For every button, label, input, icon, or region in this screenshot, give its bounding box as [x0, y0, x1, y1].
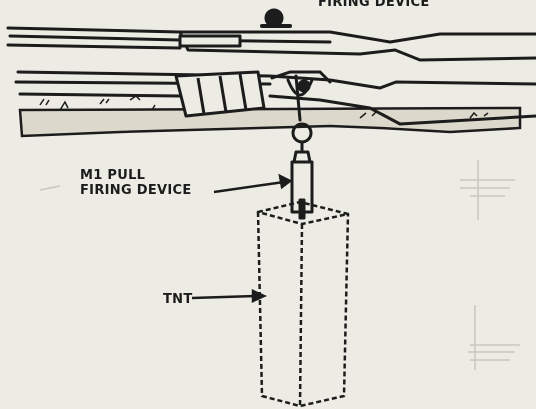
- m1-label-line-2: FIRING DEVICE: [80, 183, 192, 198]
- m1-label-line-1: M1 PULL: [80, 168, 146, 183]
- m1-arrow-head: [278, 173, 293, 190]
- tnt-arrow-head: [251, 289, 268, 303]
- upper-rifle: [6, 8, 536, 62]
- m1-arrow: [213, 180, 285, 194]
- tnt-label: TNT: [163, 292, 193, 307]
- tnt-block: [256, 200, 350, 408]
- top-firing-device-label: FIRING DEVICE: [318, 0, 430, 10]
- ground-texture: [39, 95, 489, 119]
- pull-ring: [291, 122, 313, 152]
- ground-strip: [18, 106, 522, 138]
- leader-arrows: [191, 173, 293, 303]
- m1-pull-firing-device: [290, 150, 314, 220]
- trigger-mechanism: [270, 70, 332, 122]
- m1-pull-firing-device-label: M1 PULL FIRING DEVICE: [80, 168, 192, 198]
- block-bundle: [174, 70, 266, 118]
- background-faint-marks: [39, 160, 520, 370]
- tnt-arrow: [191, 294, 257, 300]
